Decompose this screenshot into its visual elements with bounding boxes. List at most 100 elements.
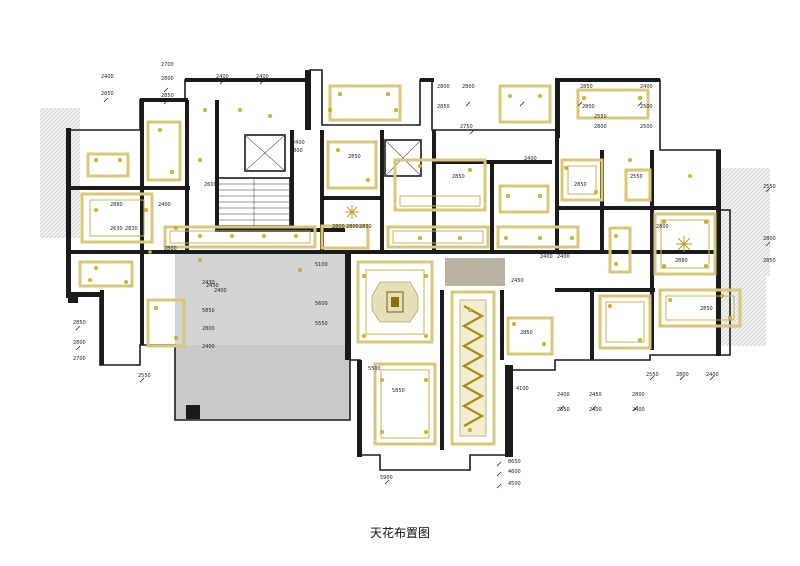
starburst-fixture xyxy=(676,236,692,252)
room-r15: 2830 xyxy=(359,224,372,230)
downlight-51 xyxy=(468,428,472,432)
misc-1: 2800 xyxy=(164,246,177,252)
hall-2: 5550 xyxy=(315,321,328,327)
dim-lb-3: 2550 xyxy=(138,373,151,379)
downlight-44 xyxy=(512,322,516,326)
stairwell xyxy=(217,177,291,227)
dim-bra-3: 2400 xyxy=(589,407,602,413)
bottom-room-trim xyxy=(373,362,437,446)
dim-tr-a3: 2800 xyxy=(594,124,607,130)
dim-tr-a0: 2850 xyxy=(580,84,593,90)
dim-bm-3: 8650 xyxy=(508,459,521,465)
corridor-feature xyxy=(450,290,496,446)
dim-tm-c0: 2800 xyxy=(462,84,475,90)
downlight-61 xyxy=(238,108,242,112)
dim-tr-a1: 2800 xyxy=(582,104,595,110)
dim-tl-b2: 2850 xyxy=(161,93,174,99)
dim-tm-c1: 2400 xyxy=(524,156,537,162)
room-r4: 2850 xyxy=(348,154,361,160)
downlight-59 xyxy=(298,268,302,272)
bottom-room-inner xyxy=(380,369,430,439)
dim-bm-0: 5900 xyxy=(380,475,393,481)
downlights xyxy=(88,92,732,434)
dimension-labels: 2400 2850 2700 2800 2850 2400 2400 2800 … xyxy=(73,62,776,487)
dim-brb-1: 2400 xyxy=(632,407,645,413)
downlight-60 xyxy=(268,114,272,118)
dim-tm-b0: 2800 xyxy=(437,84,450,90)
downlight-32 xyxy=(564,166,568,170)
room-r3: 2830 xyxy=(125,226,138,232)
downlight-62 xyxy=(203,108,207,112)
downlight-10 xyxy=(174,226,178,230)
dim-brb-4: 2400 xyxy=(706,372,719,378)
flower-fixture xyxy=(345,205,359,219)
misc-5: 2600 xyxy=(204,182,217,188)
downlight-57 xyxy=(148,250,152,254)
hall-1: 5600 xyxy=(315,301,328,307)
room-r11: 2450 xyxy=(511,278,524,284)
balcony-right xyxy=(720,168,770,276)
room-r16: 2800 xyxy=(346,224,359,230)
downlight-18 xyxy=(366,178,370,182)
downlight-2 xyxy=(158,128,162,132)
downlight-47 xyxy=(424,378,428,382)
downlight-45 xyxy=(542,342,546,346)
downlight-38 xyxy=(614,234,618,238)
column-square xyxy=(186,405,200,419)
downlight-43 xyxy=(728,316,732,320)
downlight-39 xyxy=(614,262,618,266)
downlight-25 xyxy=(570,236,574,240)
lc-1: 2400 xyxy=(214,288,227,294)
lobby-ramp xyxy=(175,345,350,420)
dim-rs-2: 2850 xyxy=(763,258,776,264)
room-r7: 2850 xyxy=(700,306,713,312)
downlight-23 xyxy=(504,236,508,240)
downlight-11 xyxy=(198,234,202,238)
downlight-50 xyxy=(468,308,472,312)
downlight-33 xyxy=(594,190,598,194)
downlight-17 xyxy=(336,148,340,152)
dim-bm-2: 4500 xyxy=(508,481,521,487)
interior-walls xyxy=(68,100,720,450)
downlight-68 xyxy=(720,294,724,298)
downlight-15 xyxy=(338,92,342,96)
terrace-right-bottom xyxy=(720,276,766,346)
room-r9: 5850 xyxy=(392,388,405,394)
dim-tl-b1: 2800 xyxy=(161,76,174,82)
room-r14: 2800 xyxy=(332,224,345,230)
downlight-6 xyxy=(94,266,98,270)
downlight-29 xyxy=(538,94,542,98)
dim-bra-0: 2400 xyxy=(557,392,570,398)
dim-tr-b0: 2400 xyxy=(640,84,653,90)
dim-tr-a2: 2550 xyxy=(594,114,607,120)
dim-tm-b2: 2750 xyxy=(460,124,473,130)
lc-4: 2400 xyxy=(202,344,215,350)
downlight-12 xyxy=(230,234,234,238)
dim-tl-a1: 2850 xyxy=(101,91,114,97)
elevator-shafts xyxy=(244,134,422,177)
downlight-34 xyxy=(662,220,666,224)
dim-brb-0: 2800 xyxy=(632,392,645,398)
room-r10: 2400 xyxy=(540,254,553,260)
downlight-66 xyxy=(628,158,632,162)
misc-2: 2800 xyxy=(290,148,303,154)
downlight-56 xyxy=(88,278,92,282)
drawing-title: 天花布置图 xyxy=(369,526,430,540)
dim-tl-b0: 2700 xyxy=(161,62,174,68)
misc-0: 4100 xyxy=(516,386,529,392)
dim-lb-1: 2800 xyxy=(73,340,86,346)
hall-3: 5500 xyxy=(368,366,381,372)
downlight-21 xyxy=(418,236,422,240)
downlight-28 xyxy=(508,94,512,98)
misc-4: 2400 xyxy=(557,254,570,260)
downlight-52 xyxy=(362,274,366,278)
dim-brb-3: 2800 xyxy=(676,372,689,378)
downlight-26 xyxy=(506,194,510,198)
downlight-24 xyxy=(538,236,542,240)
downlight-40 xyxy=(608,304,612,308)
room-r6: 2880 xyxy=(675,258,688,264)
downlight-19 xyxy=(418,164,422,168)
room-r13: 2550 xyxy=(630,174,643,180)
downlight-48 xyxy=(380,430,384,434)
